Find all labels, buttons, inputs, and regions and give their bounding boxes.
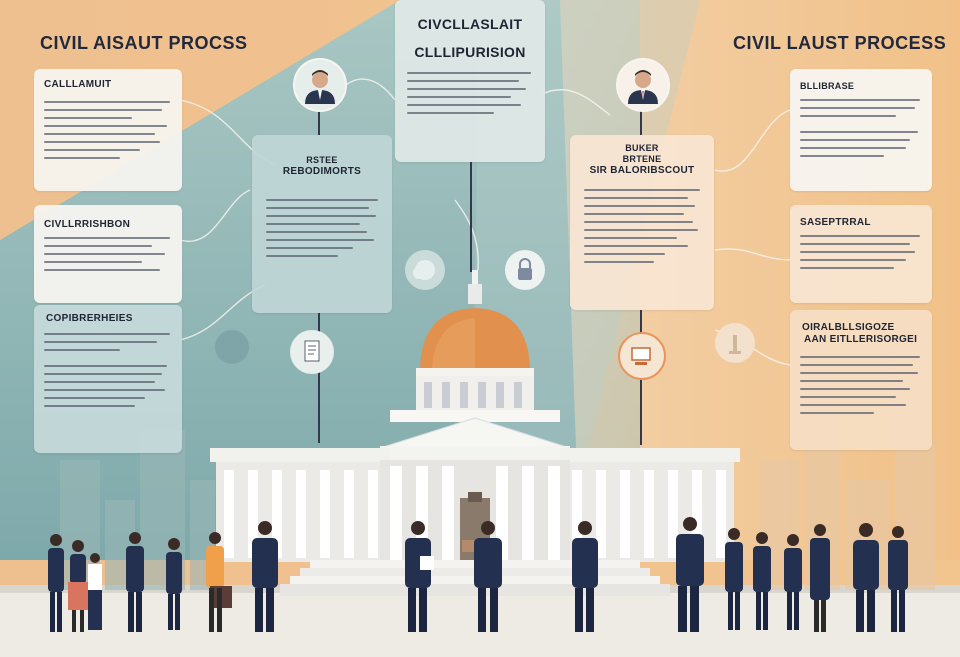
left-low-card-text-lines — [44, 333, 170, 413]
col3-card-text-lines — [584, 189, 700, 269]
right-low-card-heading-2: AAN EITLLERISORGEI — [804, 334, 918, 345]
left-low-card-heading: COPIBRERHEIES — [46, 313, 133, 324]
right-low-card-text-lines — [800, 356, 920, 420]
col3-card-heading-3: SIR BALORIBSCOUT — [589, 165, 695, 176]
col2-card-text-lines — [266, 199, 378, 263]
connector-line — [318, 313, 320, 443]
scales-icon — [715, 323, 755, 363]
col3-card-heading-2: BRTENE — [622, 154, 662, 164]
left-mid-card: CIVLLRRISHBON — [34, 205, 182, 303]
right-top-card-heading: BLLIBRASE — [800, 81, 855, 91]
right-top-card: BLLIBRASE — [790, 69, 932, 191]
hand-icon — [215, 330, 249, 364]
portrait-icon — [293, 58, 347, 112]
col3-card: BUKER BRTENE SIR BALORIBSCOUT — [570, 135, 714, 310]
right-low-card: OIRALBLLSIGOZE AAN EITLLERISORGEI — [790, 310, 932, 450]
right-mid-card-text-lines — [800, 235, 920, 275]
cloud-icon — [405, 250, 445, 290]
col2-card-heading-2: REBODIMORTS — [282, 166, 362, 177]
left-top-card-heading: CALLLAMUIT — [44, 79, 112, 90]
left-top-card-text-lines — [44, 101, 170, 165]
connector-line — [470, 162, 472, 272]
right-mid-card-heading: SASEPTRRAL — [800, 217, 871, 228]
portrait-icon — [616, 58, 670, 112]
connector-line — [640, 110, 642, 135]
right-low-card-heading-1: OIRALBLLSIGOZE — [802, 322, 895, 333]
connector-line — [318, 110, 320, 135]
col2-card-heading-1: RSTEE — [306, 155, 338, 165]
right-title: CIVIL LAUST PROCESS — [733, 33, 947, 53]
right-top-card-text-lines — [800, 99, 920, 163]
left-low-card: COPIBRERHEIES — [34, 305, 182, 453]
gavel-icon — [618, 332, 666, 380]
center-top-card: CIVCLLASLAIT CLLLIPURISION — [395, 0, 545, 162]
left-mid-card-text-lines — [44, 237, 170, 277]
center-card-text-lines — [407, 72, 531, 120]
left-mid-card-heading: CIVLLRRISHBON — [44, 219, 131, 230]
center-title-line2: CLLLIPURISION — [414, 44, 526, 60]
right-mid-card: SASEPTRRAL — [790, 205, 932, 303]
document-icon — [290, 330, 334, 374]
person-figure — [48, 534, 64, 632]
people-group — [48, 517, 908, 632]
left-top-card: CALLLAMUIT — [34, 69, 182, 191]
center-title-line1: CIVCLLASLAIT — [417, 16, 523, 32]
col2-card: RSTEE REBODIMORTS — [252, 135, 392, 313]
lock-icon — [505, 250, 545, 290]
col3-card-heading-1: BUKER — [625, 143, 659, 153]
left-title: CIVIL AISAUT PROCSS — [40, 33, 248, 53]
